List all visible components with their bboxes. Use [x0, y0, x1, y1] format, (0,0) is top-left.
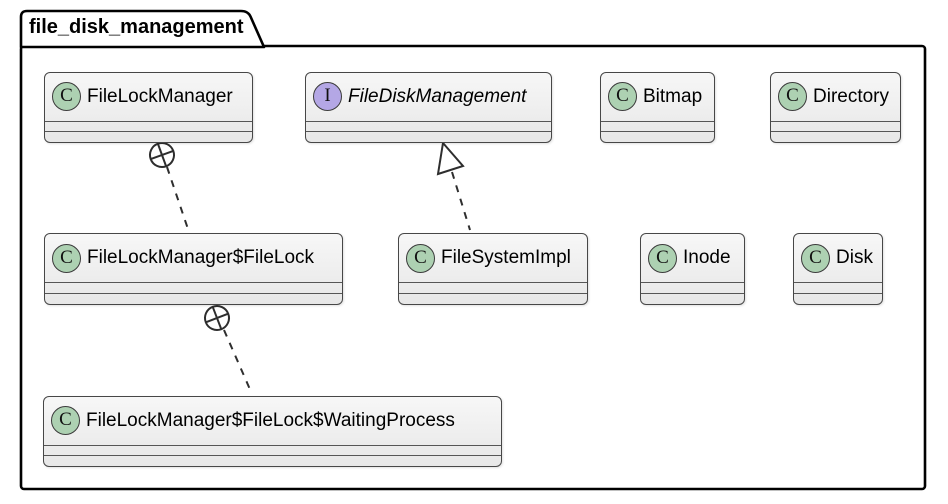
- class-box-directory: C Directory: [770, 72, 901, 143]
- class-icon: C: [778, 82, 807, 112]
- methods-compartment: [399, 293, 587, 304]
- methods-compartment: [771, 131, 900, 142]
- class-name: Inode: [683, 247, 731, 269]
- class-icon: C: [52, 82, 81, 112]
- class-name: FileLockManager: [87, 85, 233, 107]
- class-box-bitmap: C Bitmap: [600, 72, 715, 143]
- class-icon: C: [51, 406, 80, 436]
- class-name: FileSystemImpl: [441, 247, 571, 269]
- class-icon: C: [648, 243, 677, 273]
- methods-compartment: [641, 293, 744, 304]
- methods-compartment: [45, 293, 342, 304]
- class-header: C FileLockManager$FileLock: [45, 234, 342, 282]
- class-icon: C: [801, 243, 830, 273]
- class-header: C FileLockManager: [45, 73, 252, 121]
- attributes-compartment: [641, 282, 744, 293]
- class-name: Disk: [836, 247, 873, 269]
- class-box-filelockmanager-filelock: C FileLockManager$FileLock: [44, 233, 343, 305]
- attributes-compartment: [44, 444, 501, 456]
- package-title: file_disk_management: [29, 16, 244, 38]
- class-box-filelockmanager-filelock-waitingprocess: C FileLockManager$FileLock$WaitingProces…: [43, 396, 502, 467]
- attributes-compartment: [45, 282, 342, 293]
- interface-box-filediskmanagement: I FileDiskManagement: [305, 72, 552, 143]
- class-header: C Disk: [794, 234, 882, 282]
- class-header: C Bitmap: [601, 73, 714, 121]
- methods-compartment: [44, 455, 501, 466]
- class-icon: C: [52, 243, 81, 273]
- class-header: C FileSystemImpl: [399, 234, 587, 282]
- attributes-compartment: [601, 120, 714, 132]
- methods-compartment: [306, 131, 551, 142]
- methods-compartment: [601, 131, 714, 142]
- attributes-compartment: [399, 282, 587, 293]
- class-box-disk: C Disk: [793, 233, 883, 305]
- attributes-compartment: [771, 120, 900, 132]
- class-header: I FileDiskManagement: [306, 73, 551, 121]
- class-header: C FileLockManager$FileLock$WaitingProces…: [44, 397, 501, 445]
- class-icon: C: [608, 82, 637, 112]
- class-icon: C: [406, 243, 435, 273]
- class-box-filelockmanager: C FileLockManager: [44, 72, 253, 143]
- methods-compartment: [794, 293, 882, 304]
- class-name: Bitmap: [643, 85, 703, 107]
- class-box-inode: C Inode: [640, 233, 745, 305]
- class-header: C Inode: [641, 234, 744, 282]
- hollow-triangle-arrowhead-icon: [436, 140, 465, 176]
- realization-link-filesystemimpl-filediskmanagement: [436, 140, 471, 231]
- class-header: C Directory: [771, 73, 900, 121]
- methods-compartment: [45, 131, 252, 142]
- nested-link-filelockmanager-filelock: [149, 142, 190, 233]
- attributes-compartment: [306, 120, 551, 132]
- class-box-filesystemimpl: C FileSystemImpl: [398, 233, 588, 305]
- class-name: FileLockManager$FileLock: [87, 247, 315, 269]
- class-name: FileLockManager$FileLock$WaitingProcess: [86, 409, 455, 431]
- circle-plus-anchor-icon: [149, 142, 175, 168]
- circle-plus-anchor-icon: [204, 305, 230, 331]
- class-name: Directory: [813, 85, 890, 107]
- attributes-compartment: [45, 120, 252, 132]
- nested-link-filelock-waitingprocess: [204, 305, 253, 395]
- interface-icon: I: [313, 82, 342, 112]
- attributes-compartment: [794, 282, 882, 293]
- package-tab: [19, 9, 266, 49]
- interface-name: FileDiskManagement: [348, 85, 527, 107]
